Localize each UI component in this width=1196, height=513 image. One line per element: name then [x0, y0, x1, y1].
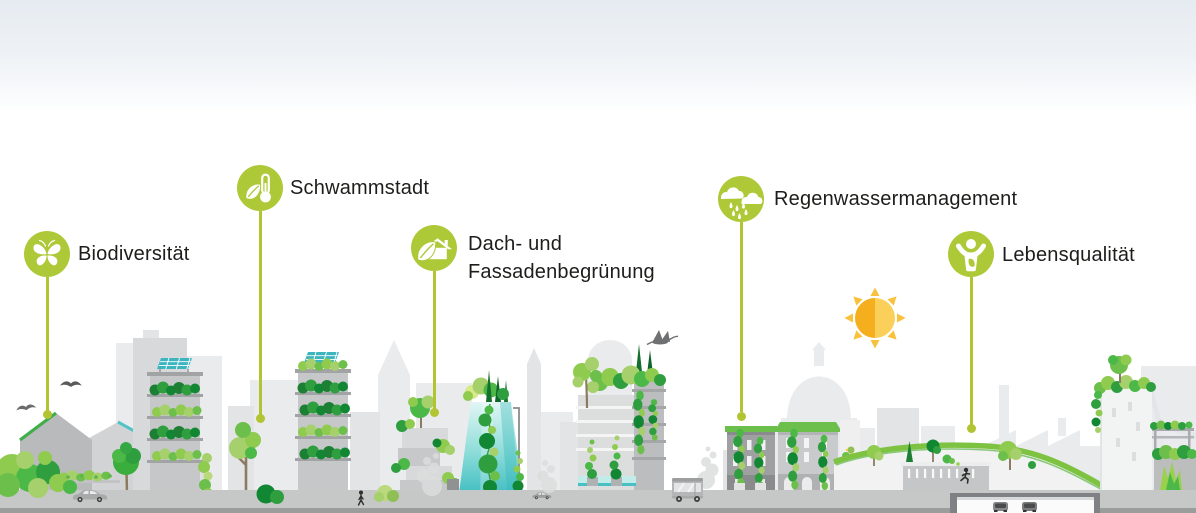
townhouse-dark	[725, 426, 777, 490]
connector-dot-regenwasser	[737, 412, 746, 421]
pedestrian	[357, 490, 365, 506]
connector-biodiversitaet	[46, 277, 49, 411]
bus	[672, 478, 703, 502]
connector-regenwasser	[740, 222, 743, 412]
green-facade-tower-b	[295, 351, 351, 490]
road-curb	[0, 508, 1196, 513]
tunnel	[950, 493, 1100, 513]
connector-dot-biodiversitaet	[43, 410, 52, 419]
label-line: Biodiversität	[78, 243, 190, 265]
label-line: Regenwassermanagement	[774, 188, 1018, 210]
butterfly-icon	[24, 231, 70, 277]
sun	[844, 287, 906, 349]
light-bush-pair	[374, 485, 399, 502]
water-tower	[458, 370, 524, 501]
green-hill	[833, 439, 1108, 492]
house-leaf-icon	[411, 225, 457, 271]
connector-dot-schwammstadt	[256, 414, 265, 423]
connector-dot-lebensqualitaet	[967, 424, 976, 433]
rain-cloud-icon	[718, 176, 764, 222]
green-facade-tower-a	[147, 357, 213, 498]
road	[0, 490, 1196, 508]
connector-lebensqualitaet	[970, 277, 973, 425]
left-bushes	[0, 451, 77, 498]
callout-label-begruenung: Dach- und Fassadenbegrünung	[468, 230, 655, 286]
steam-cloud-mid	[537, 460, 557, 493]
label-line: Dach- und	[468, 233, 563, 255]
label-line: Lebensqualität	[1002, 244, 1135, 266]
dark-bush-pair	[256, 484, 284, 504]
connector-begruenung	[433, 271, 436, 409]
label-line: Fassadenbegrünung	[468, 261, 655, 283]
steam-cloud-left	[417, 453, 442, 496]
stork-icon	[646, 330, 679, 346]
steam-cloud-bus	[697, 446, 719, 489]
townhouse-light	[774, 422, 842, 491]
roof-garden-tower	[572, 344, 666, 490]
callout-label-schwammstadt: Schwammstadt	[290, 176, 429, 200]
jogger	[960, 467, 971, 484]
person-raised-arms-icon	[948, 231, 994, 277]
connector-schwammstadt	[259, 211, 262, 415]
callout-label-biodiversitaet: Biodiversität	[78, 242, 190, 266]
right-green-building	[1091, 354, 1196, 490]
stacked-terrace-building	[391, 395, 459, 490]
callout-label-lebensqualitaet: Lebensqualität	[1002, 243, 1135, 267]
label-line: Schwammstadt	[290, 177, 430, 199]
callout-label-regenwasser: Regenwassermanagement	[774, 187, 1017, 211]
thermometer-leaf-icon	[237, 165, 283, 211]
connector-dot-begruenung	[430, 408, 439, 417]
city-illustration	[0, 287, 1196, 513]
